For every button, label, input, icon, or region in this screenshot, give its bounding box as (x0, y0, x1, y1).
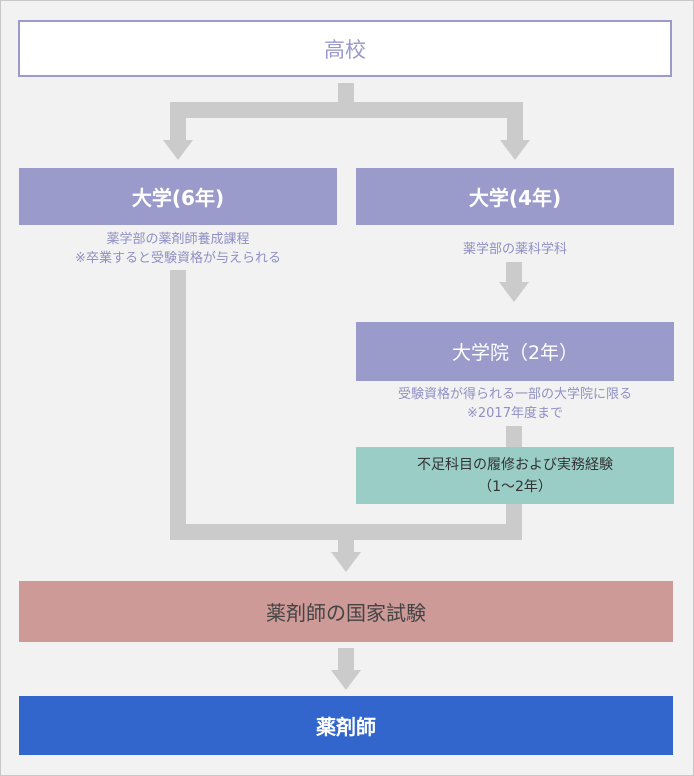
arrow-to-grad (499, 282, 529, 302)
university-6yr-label: 大学(6年) (131, 186, 225, 210)
connector-to-exam (338, 524, 354, 552)
pharmacist-box: 薬剤師 (19, 696, 673, 755)
university-6yr-note-line2: ※卒業すると受験資格が与えられる (75, 251, 281, 266)
connector-additional-down (506, 504, 522, 540)
arrow-to-pharmacist (331, 670, 361, 690)
university-4yr-label: 大学(4年) (468, 186, 562, 210)
graduate-school-note-line1: 受験資格が得られる一部の大学院に限る (397, 387, 632, 402)
pharmacist-label: 薬剤師 (316, 715, 376, 739)
university-4yr-note: 薬学部の薬科学科 (356, 240, 674, 259)
national-exam-box: 薬剤師の国家試験 (19, 581, 673, 642)
graduate-school-note-line2: ※2017年度まで (467, 406, 563, 421)
national-exam-label: 薬剤師の国家試験 (266, 601, 426, 625)
connector-right-drop (507, 102, 523, 140)
connector-highschool-down (338, 83, 354, 103)
connector-split-horizontal (170, 102, 523, 118)
graduate-school-box: 大学院（2年） (356, 322, 674, 381)
arrow-to-univ6 (163, 140, 193, 160)
arrow-to-exam (331, 552, 361, 572)
connector-exam-to-pharmacist (338, 648, 354, 670)
high-school-box: 高校 (18, 20, 672, 77)
university-4yr-box: 大学(4年) (356, 168, 674, 225)
connector-univ6-down (170, 270, 186, 540)
university-6yr-note-line1: 薬学部の薬剤師養成課程 (106, 232, 250, 247)
connector-univ4-down (506, 262, 522, 282)
high-school-label: 高校 (324, 37, 366, 62)
university-6yr-note: 薬学部の薬剤師養成課程 ※卒業すると受験資格が与えられる (19, 230, 337, 268)
connector-grad-down (506, 426, 522, 447)
arrow-to-univ4 (500, 140, 530, 160)
graduate-school-label: 大学院（2年） (451, 342, 579, 364)
connector-left-drop (170, 102, 186, 140)
university-4yr-note-line: 薬学部の薬科学科 (462, 242, 567, 257)
graduate-school-note: 受験資格が得られる一部の大学院に限る ※2017年度まで (346, 385, 684, 423)
additional-study-line1: 不足科目の履修および実務経験 (417, 456, 613, 473)
additional-study-line2: （1～2年） (478, 478, 552, 495)
university-6yr-box: 大学(6年) (19, 168, 337, 225)
additional-study-box: 不足科目の履修および実務経験 （1～2年） (356, 447, 674, 504)
